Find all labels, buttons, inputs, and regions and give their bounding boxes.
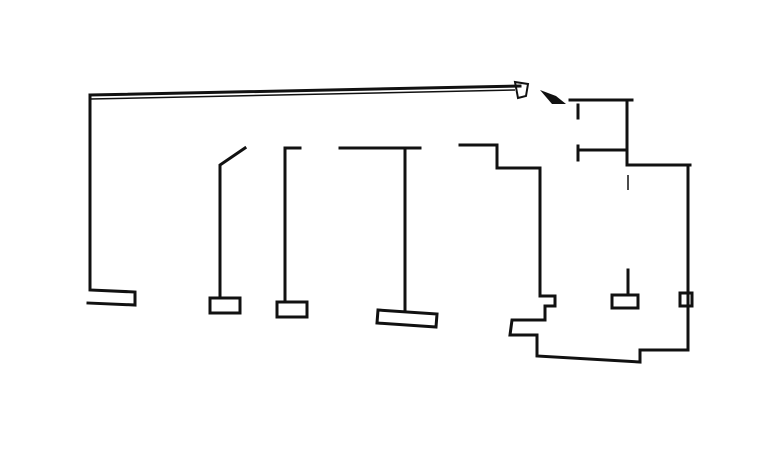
outer-wall-left xyxy=(86,93,137,307)
north-arrow-icon xyxy=(513,80,566,104)
service-area xyxy=(568,98,694,310)
outer-wall-bottom-right xyxy=(535,163,690,364)
partition-4 xyxy=(458,143,557,337)
partition-2 xyxy=(275,146,309,319)
partition-3 xyxy=(338,146,439,329)
outer-wall-top xyxy=(88,84,522,100)
partition-1 xyxy=(208,145,248,315)
